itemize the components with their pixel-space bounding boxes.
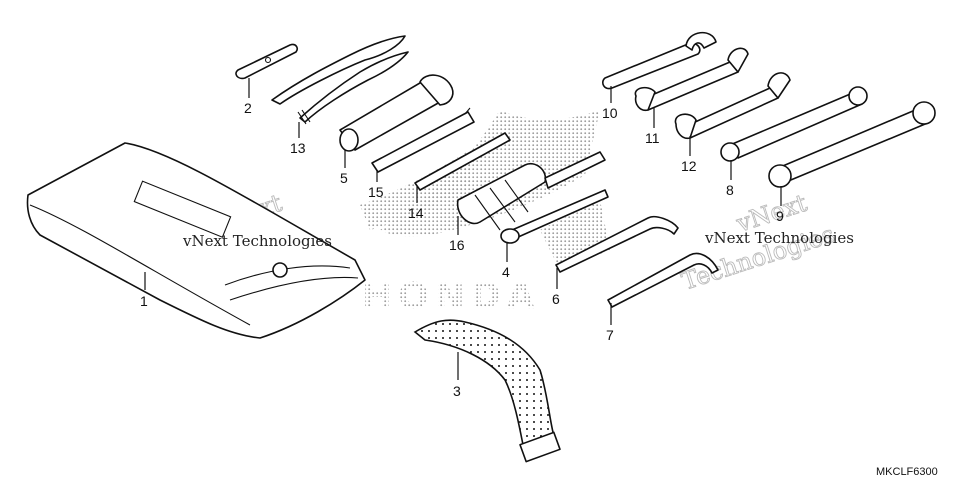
callout-11: 11 xyxy=(645,130,660,146)
honda-wordmark: HONDA xyxy=(362,276,541,317)
tool-bag xyxy=(26,142,366,339)
callout-14: 14 xyxy=(408,205,424,221)
ring-wrench-small xyxy=(720,86,868,162)
callout-2: 2 xyxy=(244,100,252,116)
hex-key-large xyxy=(555,215,679,273)
callout-3: 3 xyxy=(453,383,461,399)
ring-wrench-large xyxy=(768,101,936,188)
screwdriver-handle xyxy=(456,151,606,231)
watermark-caption-left: vNext Technologies xyxy=(182,232,332,250)
extension-bar xyxy=(500,189,609,244)
small-spanner xyxy=(235,43,298,80)
pliers xyxy=(271,35,409,125)
callout-5: 5 xyxy=(340,170,348,186)
open-end-wrench-medium xyxy=(674,72,791,140)
callout-6: 6 xyxy=(552,291,560,307)
screwdriver-bit xyxy=(414,132,511,191)
callout-16: 16 xyxy=(449,237,465,253)
callout-1: 1 xyxy=(140,293,148,309)
callout-9: 9 xyxy=(776,208,784,224)
hex-key-small xyxy=(607,252,719,308)
leader-lines xyxy=(144,78,782,380)
callout-7: 7 xyxy=(606,327,614,343)
box-wrench xyxy=(339,74,454,152)
callout-12: 12 xyxy=(681,158,697,174)
watermark-caption-right: vNext Technologies xyxy=(704,229,854,247)
callout-4: 4 xyxy=(502,264,510,280)
diagram-code: MKCLF6300 xyxy=(876,466,938,478)
callout-10: 10 xyxy=(602,105,618,121)
flat-spanner xyxy=(602,31,717,90)
callout-15: 15 xyxy=(368,184,384,200)
callout-8: 8 xyxy=(726,182,734,198)
callout-13: 13 xyxy=(290,140,306,156)
retaining-strap xyxy=(413,319,561,463)
open-end-wrench-small xyxy=(634,47,749,112)
screwdriver-shaft xyxy=(371,107,475,173)
